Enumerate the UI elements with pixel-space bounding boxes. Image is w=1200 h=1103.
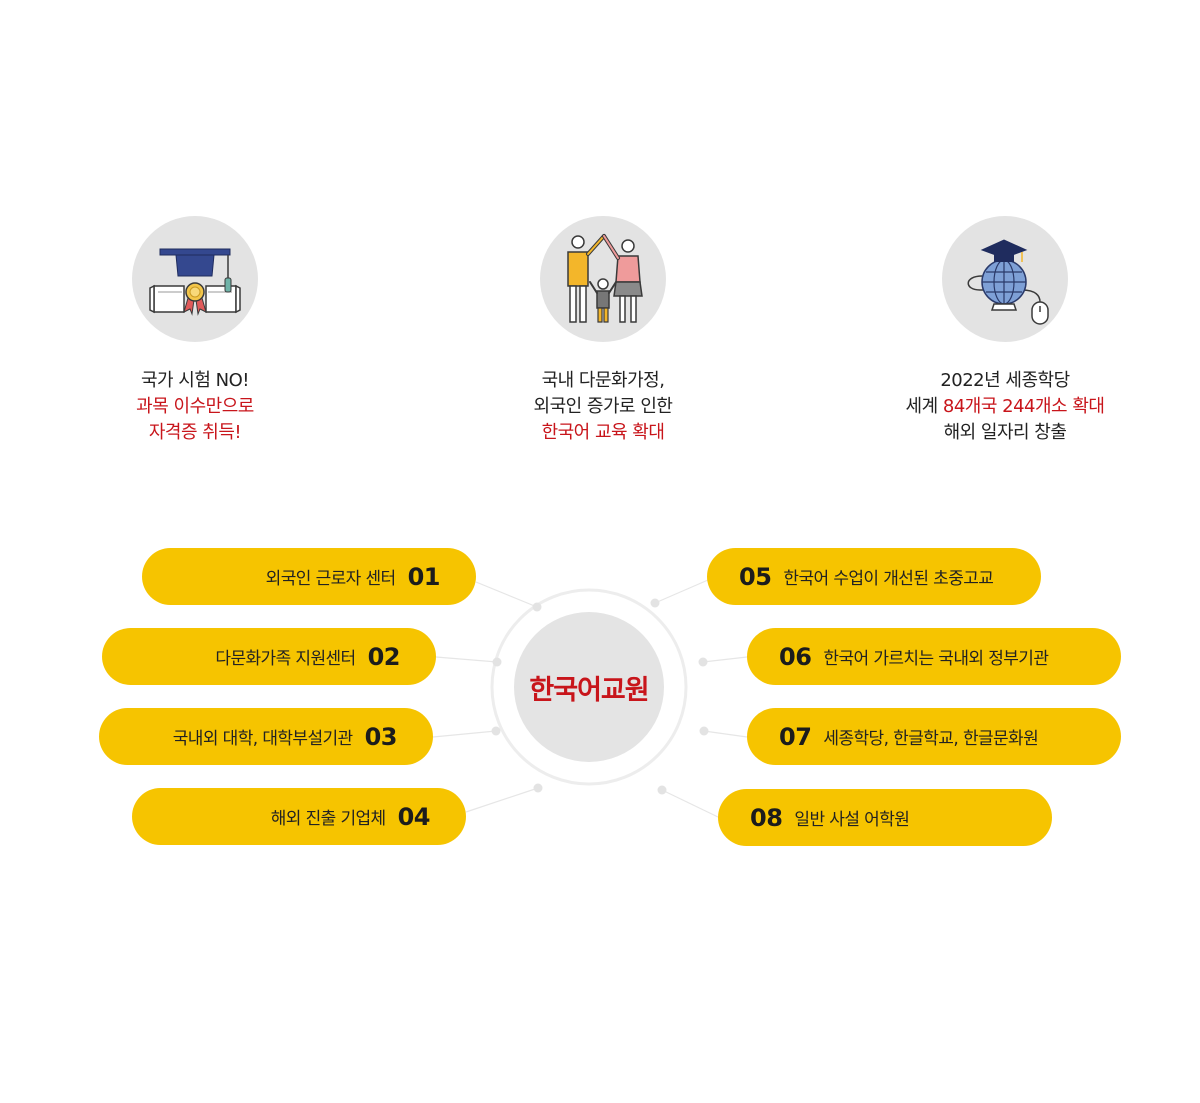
destination-pill-06: 06 한국어 가르치는 국내외 정부기관 xyxy=(747,628,1121,685)
connector-dot xyxy=(650,598,660,608)
feature-line-part: 세계 xyxy=(905,396,943,417)
destination-label: 일반 사설 어학원 xyxy=(794,810,910,830)
destination-pill-02: 다문화가족 지원센터 02 xyxy=(102,628,436,685)
hub-label: 한국어교원 xyxy=(529,674,649,706)
connector-line xyxy=(465,787,539,813)
globe-graduation-cap-icon xyxy=(967,239,1049,325)
connector-dot xyxy=(698,657,708,667)
destination-number: 07 xyxy=(779,722,812,751)
connector-dot xyxy=(492,657,502,667)
connector-dot xyxy=(533,783,543,793)
feature-line-part: 2022년 세종학당 xyxy=(940,370,1070,391)
destination-label: 해외 진출 기업체 xyxy=(270,809,386,829)
destination-label: 세종학당, 한글학교, 한글문화원 xyxy=(823,729,1039,749)
hub-outer-ring xyxy=(490,588,688,786)
destination-label: 외국인 근로자 센터 xyxy=(265,569,397,589)
feature-multicultural: 국내 다문화가정, 외국인 증가로 인한 한국어 교육 확대 xyxy=(463,216,743,446)
connector-line xyxy=(661,789,719,818)
destination-pill-05: 05 한국어 수업이 개선된 초중고교 xyxy=(707,548,1041,605)
feature-line: 외국인 증가로 인한 xyxy=(533,396,673,417)
destination-pill-03: 국내외 대학, 대학부설기관 03 xyxy=(99,708,433,765)
hub-korean-teacher: 한국어교원 xyxy=(514,612,664,762)
destination-number: 01 xyxy=(407,562,441,591)
connector-line xyxy=(654,579,709,604)
destination-pill-07: 07 세종학당, 한글학교, 한글문화원 xyxy=(747,708,1121,765)
connector-line xyxy=(703,730,748,738)
feature-icon-circle xyxy=(942,216,1068,342)
multicultural-family-icon xyxy=(567,234,643,323)
feature-line-highlight: 84개국 244개소 확대 xyxy=(942,396,1105,417)
feature-line: 국내 다문화가정, xyxy=(541,370,665,391)
feature-text: 2022년 세종학당 세계 84개국 244개소 확대 해외 일자리 창출 xyxy=(865,368,1145,446)
destination-label: 한국어 수업이 개선된 초중고교 xyxy=(783,569,994,589)
destination-label: 한국어 가르치는 국내외 정부기관 xyxy=(823,649,1049,669)
destination-pill-04: 해외 진출 기업체 04 xyxy=(132,788,466,845)
feature-icon-circle xyxy=(540,216,666,342)
destination-number: 08 xyxy=(750,803,783,832)
connector-line xyxy=(475,581,538,608)
feature-line: 2022년 세종학당 xyxy=(865,368,1145,394)
feature-line-highlight: 한국어 교육 확대 xyxy=(541,422,665,443)
connector-line xyxy=(432,730,497,738)
destination-number: 04 xyxy=(397,802,431,831)
feature-national-exam: 국가 시험 NO! 과목 이수만으로 자격증 취득! xyxy=(55,216,335,446)
feature-line: 세계 84개국 244개소 확대 xyxy=(865,394,1145,420)
connector-dot xyxy=(657,785,667,795)
destination-label: 국내외 대학, 대학부설기관 xyxy=(172,729,353,749)
feature-line-highlight: 과목 이수만으로 xyxy=(136,396,254,417)
feature-line-highlight: 자격증 취득! xyxy=(148,422,242,443)
connector-line xyxy=(702,656,748,663)
destination-number: 03 xyxy=(364,722,398,751)
feature-line-part: 해외 일자리 창출 xyxy=(943,422,1067,443)
destination-label: 다문화가족 지원센터 xyxy=(215,649,356,669)
connector-dot xyxy=(699,726,709,736)
destination-number: 02 xyxy=(367,642,401,671)
connector-line xyxy=(435,656,498,663)
graduation-cap-diploma-icon xyxy=(149,248,241,316)
connector-dot xyxy=(491,726,501,736)
feature-text: 국내 다문화가정, 외국인 증가로 인한 한국어 교육 확대 xyxy=(463,368,743,446)
destination-number: 06 xyxy=(779,642,812,671)
feature-line: 해외 일자리 창출 xyxy=(865,420,1145,446)
feature-text: 국가 시험 NO! 과목 이수만으로 자격증 취득! xyxy=(55,368,335,446)
feature-line: 국가 시험 NO! xyxy=(140,370,250,391)
destination-pill-08: 08 일반 사설 어학원 xyxy=(718,789,1052,846)
destination-number: 05 xyxy=(739,562,772,591)
destination-pill-01: 외국인 근로자 센터 01 xyxy=(142,548,476,605)
feature-icon-circle xyxy=(132,216,258,342)
connector-dot xyxy=(532,602,542,612)
feature-sejong-institute: 2022년 세종학당 세계 84개국 244개소 확대 해외 일자리 창출 xyxy=(865,216,1145,446)
